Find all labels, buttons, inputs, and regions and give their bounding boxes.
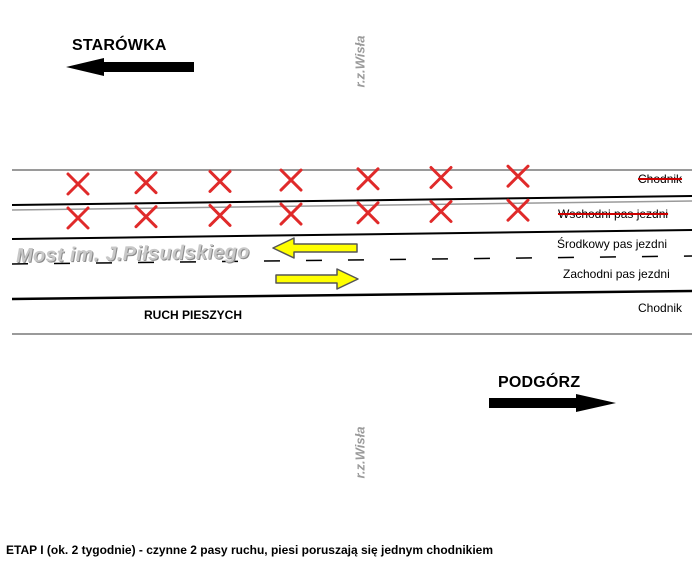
road-lines bbox=[11, 169, 693, 335]
closed-marker-x bbox=[356, 167, 380, 191]
bridge-name: Most im. J.Piłsudskiego bbox=[15, 240, 250, 268]
city-label-podgorz: PODGÓRZ bbox=[498, 374, 581, 391]
lane-label-west-lane: Zachodni pas jezdni bbox=[563, 267, 670, 281]
pedestrian-traffic-label: RUCH PIESZYCH bbox=[144, 308, 243, 322]
direction-arrow-starowka bbox=[66, 58, 194, 76]
closed-marker-x bbox=[66, 172, 90, 196]
lane-label-sidewalk-east: Chodnik bbox=[638, 172, 683, 186]
lane-label-east-lane: Wschodni pas jezdni bbox=[558, 207, 669, 221]
closed-marker-x bbox=[208, 169, 232, 193]
closed-marker-x bbox=[506, 164, 530, 188]
sidewalk-edge-line-thin bbox=[11, 200, 693, 211]
traffic-arrow-right bbox=[275, 268, 359, 290]
river-label-top: r.z.Wisła bbox=[352, 35, 368, 88]
closed-marker-x bbox=[356, 201, 380, 225]
closed-markers bbox=[66, 164, 530, 230]
city-label-starowka: STARÓWKA bbox=[72, 37, 167, 54]
direction-arrows bbox=[66, 58, 616, 412]
closed-marker-x bbox=[66, 206, 90, 230]
closed-marker-x bbox=[429, 166, 453, 189]
closed-marker-x bbox=[279, 168, 303, 192]
sidewalk-edge-line bbox=[11, 195, 693, 206]
lane-label-sidewalk-west: Chodnik bbox=[638, 301, 683, 315]
east-lane-edge-line bbox=[11, 229, 693, 240]
traffic-arrow-left bbox=[272, 237, 358, 259]
closed-marker-x bbox=[506, 198, 530, 222]
closed-marker-x bbox=[279, 202, 303, 226]
lane-divider-dashed bbox=[11, 255, 693, 265]
lane-label-middle-lane: Środkowy pas jezdni bbox=[557, 237, 668, 251]
direction-arrow-podgorz bbox=[489, 394, 616, 412]
stage-caption: ETAP I (ok. 2 tygodnie) - czynne 2 pasy … bbox=[6, 543, 494, 557]
closed-marker-x bbox=[208, 203, 232, 227]
closed-marker-x bbox=[134, 171, 158, 195]
closed-marker-x bbox=[134, 205, 158, 229]
river-label-bottom: r.z.Wisła bbox=[352, 426, 368, 479]
traffic-arrows bbox=[272, 237, 359, 290]
west-lane-edge-line bbox=[11, 289, 693, 301]
closed-marker-x bbox=[429, 200, 453, 223]
